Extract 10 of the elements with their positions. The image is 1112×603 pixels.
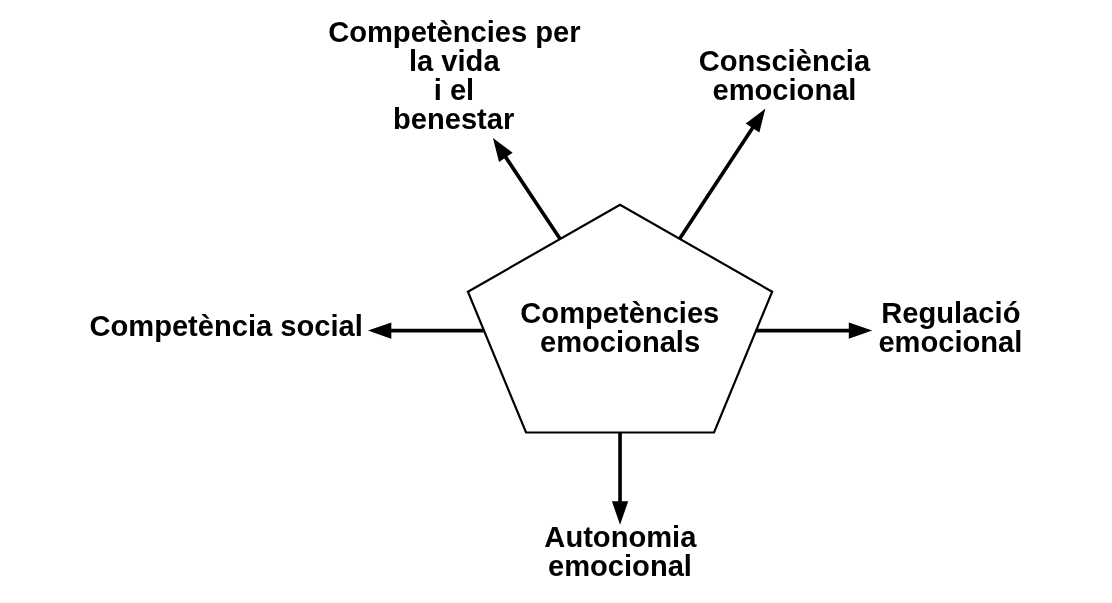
- node-text: Competència social: [89, 310, 363, 343]
- arrow: [367, 322, 484, 339]
- node-text: Regulació emocional: [878, 297, 1023, 359]
- arrow: [678, 108, 766, 240]
- node-text: Competències per la vida i el benestar: [328, 15, 581, 136]
- arrow: [611, 432, 629, 525]
- arrow: [756, 322, 873, 339]
- node-text: Consciència emocional: [698, 44, 871, 106]
- node-text: Autonomia emocional: [544, 520, 697, 582]
- arrow: [492, 137, 562, 240]
